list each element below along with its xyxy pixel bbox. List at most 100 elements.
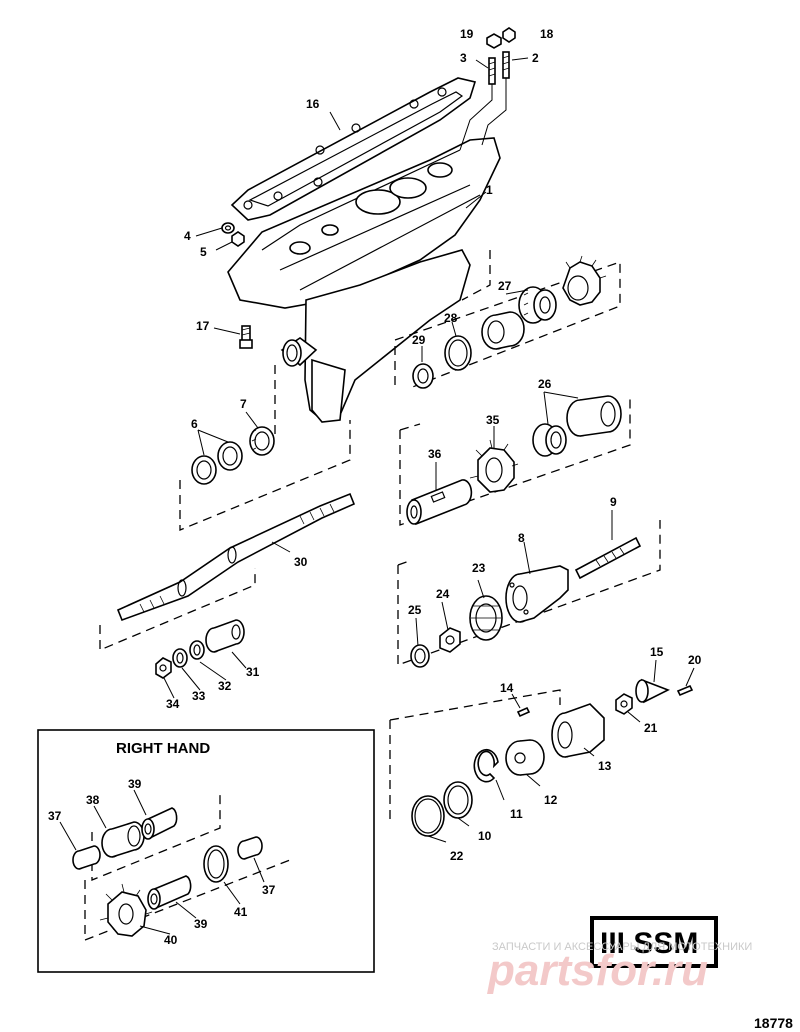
propeller-hub-cone (551, 703, 605, 758)
tapered-roller-bearing (518, 286, 557, 324)
tapered-roller-bearing (532, 423, 567, 457)
callout-34: 34 (166, 697, 180, 711)
callout-13: 13 (598, 759, 612, 773)
callout-5: 5 (200, 245, 207, 259)
tab-washer (172, 648, 188, 668)
callout-28: 28 (444, 311, 458, 325)
bevel-gear (469, 439, 519, 493)
hex-nut (615, 693, 633, 715)
bearing-cup (101, 821, 145, 858)
callout-15: 15 (650, 645, 664, 659)
callout-32: 32 (218, 679, 232, 693)
washer (410, 644, 430, 668)
callout-35: 35 (486, 413, 500, 427)
clutch-sleeve (406, 479, 473, 526)
callout-20: 20 (688, 653, 702, 667)
propeller-shaft (116, 492, 356, 622)
bearing-carrier (505, 565, 569, 623)
clutch-sleeve (147, 875, 192, 910)
gear-housing (227, 137, 501, 423)
model-badge: III SSM (590, 916, 718, 968)
callout-39b: 39 (194, 917, 208, 931)
callout-2: 2 (532, 51, 539, 65)
callout-25: 25 (408, 603, 422, 617)
callout-37b: 37 (262, 883, 276, 897)
hex-nut (502, 27, 516, 43)
callout-1: 1 (486, 183, 493, 197)
thrust-hub (469, 595, 503, 641)
callout-39: 39 (128, 777, 142, 791)
callout-23: 23 (472, 561, 486, 575)
stud (502, 51, 510, 79)
thrust-washer (505, 739, 545, 776)
callout-12: 12 (544, 793, 558, 807)
callout-37: 37 (48, 809, 62, 823)
callout-18: 18 (540, 27, 554, 41)
callout-24: 24 (436, 587, 450, 601)
clutch-sleeve (141, 807, 178, 840)
callout-22: 22 (450, 849, 464, 863)
inset-title: RIGHT HAND (116, 740, 210, 757)
callout-21: 21 (644, 721, 658, 735)
pinion-gear (562, 255, 607, 306)
o-ring (411, 795, 445, 837)
bevel-gear (99, 883, 153, 937)
bearing-cup (203, 845, 229, 883)
pin (516, 706, 531, 718)
oil-seal (191, 455, 217, 485)
callout-11: 11 (510, 807, 523, 821)
leader-lines (163, 57, 695, 843)
figure-number: 18778 (754, 1015, 793, 1031)
callout-31: 31 (246, 665, 260, 679)
callout-10: 10 (478, 829, 492, 843)
spacer (443, 781, 473, 819)
gasket (230, 77, 477, 221)
screw (239, 325, 253, 349)
callout-40: 40 (164, 933, 178, 947)
callout-27: 27 (498, 279, 512, 293)
badge-text: III SSM (600, 927, 698, 960)
callout-30: 30 (294, 555, 308, 569)
hex-nut (439, 627, 461, 653)
callout-19: 19 (460, 27, 474, 41)
retaining-ring (473, 748, 499, 783)
watermark-logo: partsfor.ru (487, 946, 708, 995)
callout-4: 4 (184, 229, 191, 243)
hex-nut (486, 33, 502, 49)
needle-bearing (249, 426, 275, 456)
washer (221, 222, 235, 234)
shim (444, 335, 472, 371)
callout-26: 26 (538, 377, 552, 391)
callout-38: 38 (86, 793, 100, 807)
callout-7: 7 (240, 397, 247, 411)
stud (488, 57, 496, 85)
bearing-cup (481, 311, 525, 350)
spacer (205, 619, 245, 653)
callout-14: 14 (500, 681, 514, 695)
bushing (72, 845, 101, 870)
watermark: ЗАПЧАСТИ И АКСЕССУАРЫ ДЛЯ МОТОТЕХНИКИ pa… (487, 941, 752, 995)
pin (676, 684, 694, 697)
oil-seal (217, 441, 243, 471)
bushing (237, 836, 263, 860)
callout-labels: 1 2 3 4 5 6 7 8 9 10 11 12 13 14 15 16 1… (166, 27, 702, 863)
watermark-tagline: ЗАПЧАСТИ И АКСЕССУАРЫ ДЛЯ МОТОТЕХНИКИ (492, 941, 752, 953)
washer (189, 640, 205, 660)
callout-16: 16 (306, 97, 320, 111)
bearing-cup (566, 395, 622, 437)
cone-cap (635, 678, 670, 704)
callout-8: 8 (518, 531, 525, 545)
callout-17: 17 (196, 319, 210, 333)
callout-29: 29 (412, 333, 426, 347)
callout-36: 36 (428, 447, 442, 461)
callout-41: 41 (234, 905, 248, 919)
hex-nut (155, 657, 172, 679)
right-hand-inset: RIGHT HAND (37, 729, 375, 973)
callout-3: 3 (460, 51, 467, 65)
callout-33: 33 (192, 689, 206, 703)
callout-6: 6 (191, 417, 198, 431)
washer (412, 363, 434, 389)
shift-shaft (574, 536, 642, 580)
callout-9: 9 (610, 495, 617, 509)
